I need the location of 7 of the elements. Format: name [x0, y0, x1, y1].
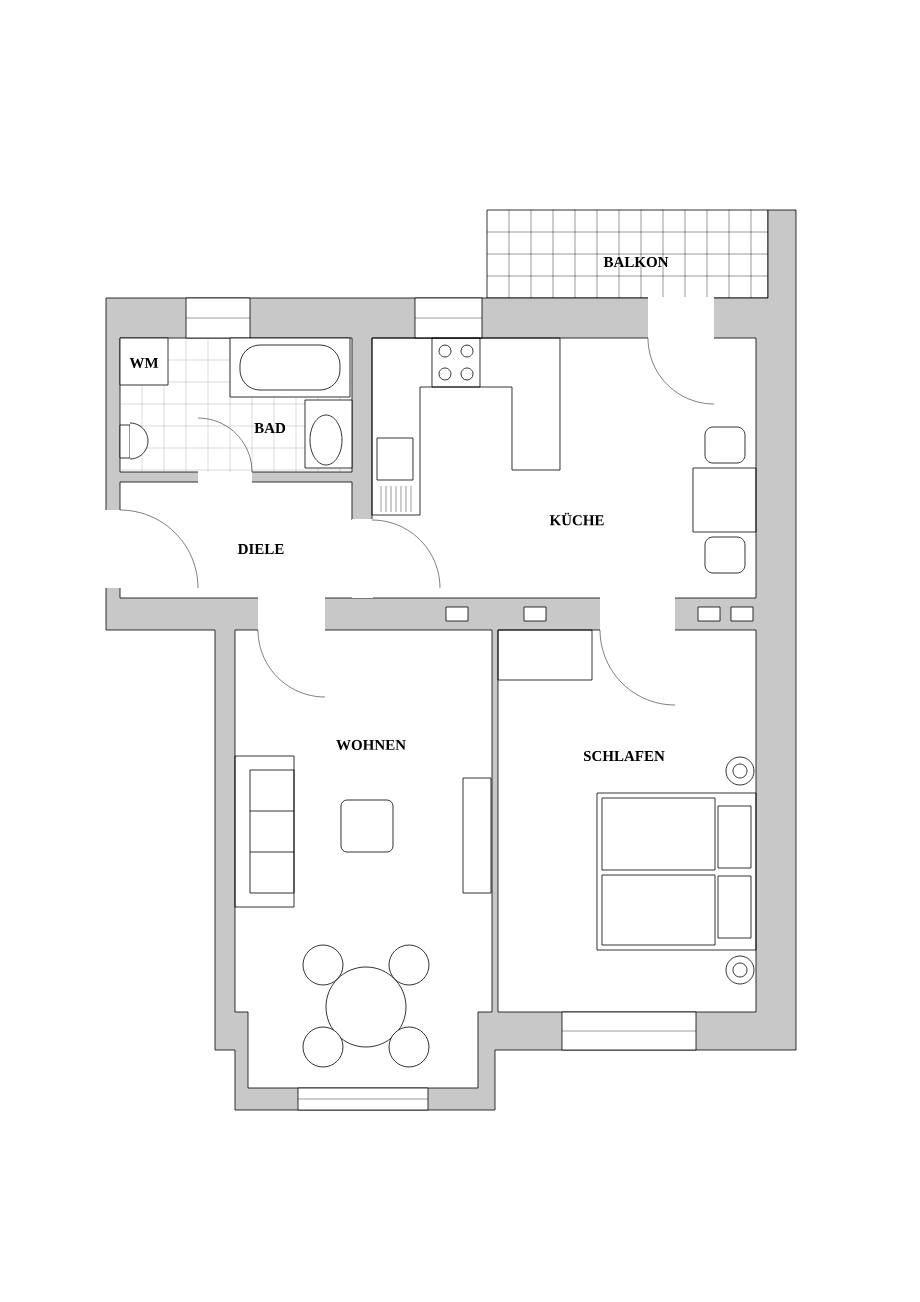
room-label: SCHLAFEN: [583, 751, 665, 762]
room-label: WM: [129, 358, 159, 369]
room-label: BALKON: [603, 257, 669, 268]
room-label: KÜCHE: [549, 512, 604, 526]
room-label: DIELE: [237, 544, 284, 554]
room-label: BAD: [254, 423, 286, 433]
room-label: WOHNEN: [336, 739, 406, 751]
